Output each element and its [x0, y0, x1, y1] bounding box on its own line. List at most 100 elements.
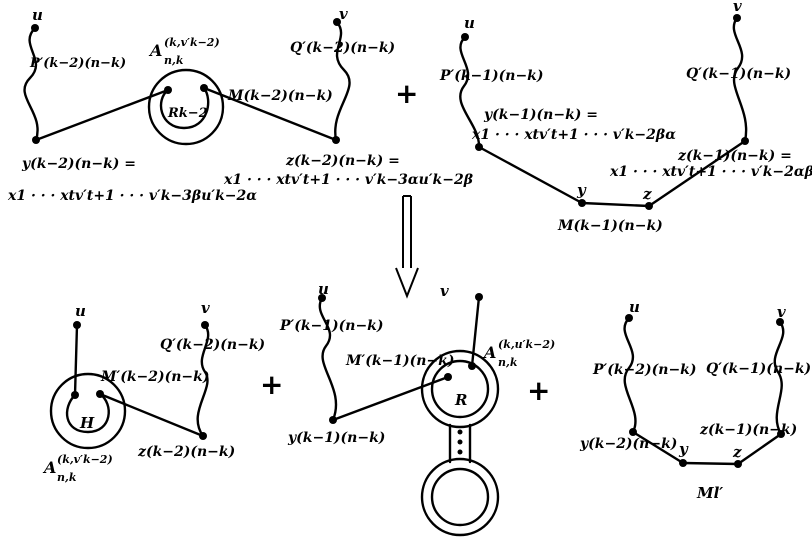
- vertex-u-top-left: [31, 24, 39, 32]
- label-y-bottom-middle: y(k−1)(n−k): [287, 430, 385, 446]
- cycle-bottom-outer-bottom-middle: [420, 457, 500, 537]
- vertex-y2-bottom-right: [679, 459, 687, 467]
- label-z-top-left: z(k−2)(n−k) =: [285, 153, 400, 169]
- panel-bottom-right: u v P′(k−2)(n−k) Q′(k−1)(n−k) y(k−2)(n−k…: [579, 298, 811, 502]
- label-u-bottom-right: u: [629, 298, 640, 316]
- cycle-A-outer-bottom-middle: [420, 349, 500, 429]
- vertex-z-bottom-left: [199, 432, 207, 440]
- label-Q-top-left: Q′(k−2)(n−k): [290, 40, 395, 56]
- label-y-top-left: y(k−2)(n−k) =: [21, 156, 136, 172]
- label-u-top-left: u: [32, 6, 43, 24]
- edge-y1-bottom-right: [631, 430, 685, 465]
- label-Q-bottom-left: Q′(k−2)(n−k): [160, 337, 265, 353]
- label-A-bottom-left: A: [42, 458, 56, 477]
- label-z-expr-top-right: x1 · · · xtv′t+1 · · · v′k−2αβ: [609, 164, 812, 180]
- label-A-sub-bottom-left: n,k: [57, 471, 77, 484]
- edge-M-bottom-left: [98, 392, 205, 438]
- vertex-u-bottom-right: [625, 314, 633, 322]
- vertex-v-top-left: [333, 18, 341, 26]
- label-z-bottom-left: z(k−2)(n−k): [137, 444, 235, 460]
- vertex-a1-top-left: [164, 86, 172, 94]
- label-u-top-right: u: [464, 14, 475, 32]
- label-A-bottom-middle: A: [482, 343, 496, 362]
- vertex-u-top-right: [461, 33, 469, 41]
- label-M-top-left: M(k−2)(n−k): [227, 88, 333, 104]
- vertex-u-bottom-left: [73, 321, 81, 329]
- ellipsis-dot-3: [457, 449, 463, 455]
- path-Q-bottom-left: [196, 323, 210, 438]
- label-z2-bottom-right: z: [732, 443, 742, 461]
- path-P-bottom-right: [623, 316, 637, 434]
- panel-bottom-middle: u v P′(k−1)(n−k) M′(k−1)(n−k) A n,k (k,u…: [279, 280, 555, 537]
- label-M-top-right: M(k−1)(n−k): [557, 218, 663, 234]
- vertex-y2-top-right: [578, 199, 586, 207]
- edge-M-top-left: [202, 86, 338, 142]
- label-A-top-left: A: [148, 41, 162, 60]
- label-z-top-right: z(k−1)(n−k) =: [677, 148, 792, 164]
- label-y-full-bottom-right: y(k−2)(n−k): [579, 436, 677, 452]
- label-z2-top-right: z: [642, 185, 652, 203]
- label-A-sub-top-left: n,k: [164, 54, 184, 67]
- edge-M-bottom-right: [681, 461, 740, 466]
- label-P-top-left: P′(k−2)(n−k): [29, 56, 126, 71]
- label-u-bottom-left: u: [75, 302, 86, 320]
- label-A-sup-bottom-middle: (k,u′k−2): [498, 338, 555, 351]
- vertex-z-top-left: [332, 136, 340, 144]
- plus-top: +: [395, 77, 418, 110]
- panel-bottom-left: u v H M′(k−2)(n−k) Q′(k−2)(n−k) A n,k (k…: [42, 299, 265, 484]
- panel-top-right: u v P′(k−1)(n−k) Q′(k−1)(n−k) y(k−1)(n−k…: [439, 0, 812, 234]
- label-R-bottom-middle: R: [454, 391, 467, 409]
- cycle-H-inner-bottom-left: [65, 392, 110, 434]
- implication-arrow: [395, 195, 419, 299]
- label-P-bottom-middle: P′(k−1)(n−k): [279, 318, 384, 334]
- label-H-bottom-left: H: [79, 414, 95, 432]
- label-Q-top-right: Q′(k−1)(n−k): [686, 66, 791, 82]
- edge-z1-bottom-right: [736, 432, 783, 466]
- label-y-expr-top-right: x1 · · · xtv′t+1 · · · v′k−2βα: [471, 127, 676, 143]
- label-P-top-right: P′(k−1)(n−k): [439, 68, 544, 84]
- panel-top-left: u v P′(k−2)(n−k) A n,k (k,v′k−2) Rk−2 M(…: [7, 5, 474, 204]
- label-A-sub-bottom-middle: n,k: [498, 356, 518, 369]
- vertex-z2-bottom-right: [734, 460, 742, 468]
- label-M-bottom-left: M′(k−2)(n−k): [100, 369, 209, 385]
- label-P-bottom-right: P′(k−2)(n−k): [592, 362, 697, 378]
- path-P-top-right: [459, 35, 481, 149]
- label-y-expr-top-left: x1 · · · xtv′t+1 · · · v′k−3βu′k−2α: [7, 188, 257, 204]
- label-v-top-right: v: [733, 0, 742, 15]
- cycle-A-outer-bottom-left: [49, 372, 127, 450]
- path-Q-top-left: [334, 20, 351, 142]
- ellipsis-dot-2: [457, 439, 463, 445]
- path-P-top-left: [23, 26, 39, 142]
- edge-v-bottom-middle: [470, 295, 481, 368]
- label-v-bottom-right: v: [777, 303, 786, 321]
- label-A-sup-top-left: (k,v′k−2): [164, 36, 220, 49]
- vertex-a1-bottom-middle: [444, 373, 452, 381]
- cycle-bottom-inner-bottom-middle: [430, 467, 490, 527]
- plus-bottom-2: +: [527, 374, 550, 407]
- vertex-v-bottom-right: [776, 318, 784, 326]
- path-P-bottom-middle: [318, 296, 338, 422]
- vertex-z2-top-right: [645, 202, 653, 210]
- vertex-z-bottom-right: [777, 430, 785, 438]
- edge-y-to-A-top-left: [34, 88, 170, 142]
- plus-bottom-1: +: [260, 368, 283, 401]
- vertex-v-bottom-middle: [475, 293, 483, 301]
- vertex-a2-bottom-middle: [468, 362, 476, 370]
- label-v-bottom-left: v: [201, 299, 210, 317]
- label-z-expr-top-left: x1 · · · xtv′t+1 · · · v′k−3αu′k−2β: [223, 172, 474, 188]
- vertex-h1-bottom-left: [71, 391, 79, 399]
- edge-M-bottom-middle: [331, 375, 450, 422]
- cycle-A-outer-top-left: [147, 68, 225, 146]
- ellipsis-dot-1: [457, 429, 463, 435]
- label-z-full-bottom-right: z(k−1)(n−k): [699, 422, 797, 438]
- label-v-bottom-middle: v: [440, 282, 449, 300]
- label-A-sup-bottom-left: (k,v′k−2): [57, 453, 113, 466]
- vertex-z-top-right: [741, 137, 749, 145]
- label-M-bottom-right: Ml′: [696, 484, 723, 502]
- label-y2-top-right: y: [576, 181, 587, 199]
- cycle-R-inner-top-left: [159, 86, 210, 130]
- label-y-top-right: y(k−1)(n−k) =: [483, 107, 598, 123]
- label-R-top-left: Rk−2: [167, 106, 208, 121]
- vertex-v-bottom-left: [201, 321, 209, 329]
